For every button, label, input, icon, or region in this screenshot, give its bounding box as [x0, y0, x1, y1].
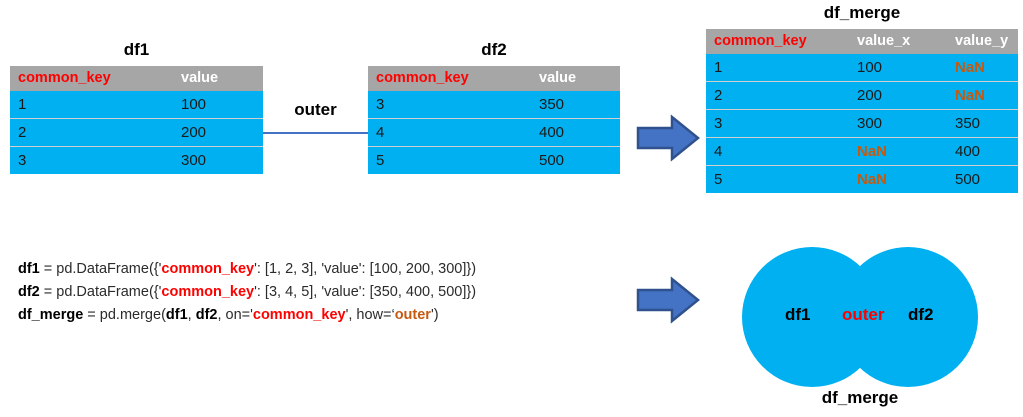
code-key: common_key: [161, 261, 255, 277]
arrow-to-venn-diagram-icon: [636, 276, 700, 324]
cell-value-y: 500: [947, 165, 1018, 193]
table-header-row: common_key value: [368, 66, 620, 91]
cell-common-key: 1: [10, 91, 173, 119]
table-header-row: common_key value_x value_y: [706, 29, 1018, 54]
df2-table: common_key value 3 350 4 400 5 500: [368, 66, 620, 174]
code-text: ': [1, 2, 3], 'value': [100, 200, 300]}): [254, 261, 477, 277]
df1-title: df1: [123, 40, 150, 59]
cell-common-key: 2: [706, 81, 849, 110]
table-row: 2 200 NaN: [706, 81, 1018, 110]
code-text: ': [3, 4, 5], 'value': [350, 400, 500]}): [254, 284, 477, 300]
cell-value: 400: [531, 118, 620, 147]
venn-circle-df2: [838, 247, 978, 387]
cell-value: 350: [531, 91, 620, 119]
table-row: 4 400: [368, 118, 620, 147]
code-key: common_key: [252, 307, 346, 323]
cell-value-y: 400: [947, 137, 1018, 166]
cell-value-x: NaN: [849, 137, 947, 166]
column-header-value-x: value_x: [849, 29, 947, 54]
column-header-value-y: value_y: [947, 29, 1018, 54]
code-text: = pd.DataFrame({': [39, 261, 162, 277]
code-line-2: df2 = pd.DataFrame({'common_key': [3, 4,…: [18, 281, 476, 304]
code-how-value: outer: [394, 307, 431, 323]
cell-common-key: 5: [368, 146, 531, 174]
df-merge-table: common_key value_x value_y 1 100 NaN 2 2…: [706, 29, 1018, 193]
cell-value: 300: [173, 146, 263, 174]
table-row: 1 100: [10, 91, 263, 119]
cell-value-x: NaN: [849, 165, 947, 193]
code-var-df1: df1: [18, 261, 40, 277]
df2-title: df2: [481, 40, 507, 59]
venn-diagram-outer-join: [742, 247, 978, 387]
cell-common-key: 3: [368, 91, 531, 119]
cell-value-x: 300: [849, 109, 947, 138]
cell-common-key: 2: [10, 118, 173, 147]
code-var-df-merge: df_merge: [18, 307, 84, 323]
venn-circle-df1: [742, 247, 882, 387]
cell-value-y: 350: [947, 109, 1018, 138]
cell-value-y: NaN: [947, 54, 1018, 82]
code-text: ', how=‘: [345, 307, 395, 323]
df1-table: common_key value 1 100 2 200 3 300: [10, 66, 263, 174]
cell-value-x: 100: [849, 54, 947, 82]
column-header-common-key: common_key: [706, 29, 849, 54]
code-text: ,: [187, 307, 196, 323]
arrow-to-merge-table-icon: [636, 114, 700, 162]
df-merge-title: df_merge: [823, 3, 901, 22]
cell-value-x: 200: [849, 81, 947, 110]
code-snippet: df1 = pd.DataFrame({'common_key': [1, 2,…: [18, 258, 476, 327]
column-header-value: value: [173, 66, 263, 91]
venn-caption: df_merge: [821, 388, 899, 407]
cell-common-key: 5: [706, 165, 849, 193]
venn-label-df1: df1: [785, 305, 811, 324]
code-key: common_key: [161, 284, 255, 300]
column-header-value: value: [531, 66, 620, 91]
code-arg-df2: df2: [195, 307, 218, 323]
cell-value-y: NaN: [947, 81, 1018, 110]
table-row: 3 350: [368, 91, 620, 119]
table-row: 5 NaN 500: [706, 165, 1018, 193]
code-text: '): [430, 307, 439, 323]
cell-value: 500: [531, 146, 620, 174]
table-row: 1 100 NaN: [706, 54, 1018, 82]
code-line-3: df_merge = pd.merge(df1, df2, on='common…: [18, 304, 476, 327]
table-row: 5 500: [368, 146, 620, 174]
cell-value: 100: [173, 91, 263, 119]
venn-label-df2: df2: [908, 305, 934, 324]
column-header-common-key: common_key: [10, 66, 173, 91]
code-var-df2: df2: [18, 284, 40, 300]
code-arg-df1: df1: [165, 307, 188, 323]
join-type-label: outer: [294, 100, 337, 119]
code-line-1: df1 = pd.DataFrame({'common_key': [1, 2,…: [18, 258, 476, 281]
cell-value: 200: [173, 118, 263, 147]
code-text: = pd.DataFrame({': [39, 284, 162, 300]
table-row: 2 200: [10, 118, 263, 147]
cell-common-key: 1: [706, 54, 849, 82]
code-text: = pd.merge(: [83, 307, 166, 323]
table-row: 3 300 350: [706, 109, 1018, 138]
code-text: , on=': [217, 307, 253, 323]
connector-line: [263, 132, 368, 134]
table-header-row: common_key value: [10, 66, 263, 91]
cell-common-key: 3: [10, 146, 173, 174]
cell-common-key: 3: [706, 109, 849, 138]
venn-label-outer: outer: [842, 305, 885, 324]
table-row: 3 300: [10, 146, 263, 174]
cell-common-key: 4: [368, 118, 531, 147]
cell-common-key: 4: [706, 137, 849, 166]
table-row: 4 NaN 400: [706, 137, 1018, 166]
column-header-common-key: common_key: [368, 66, 531, 91]
